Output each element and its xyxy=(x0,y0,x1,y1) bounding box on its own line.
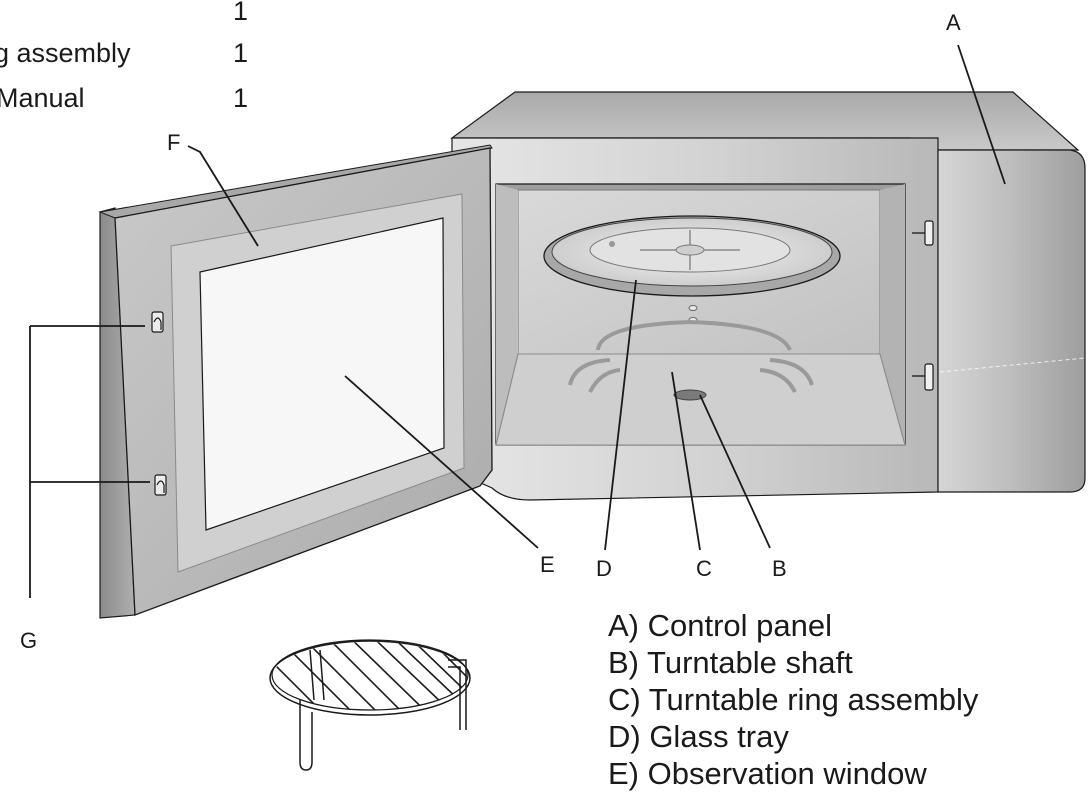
turntable-shaft xyxy=(673,389,707,401)
door-hook-upper xyxy=(151,311,164,333)
oven-rack xyxy=(269,639,471,771)
latch-slot-lower xyxy=(912,363,934,391)
legend-item-c: C) Turntable ring assembly xyxy=(608,682,979,717)
latch-slot-upper xyxy=(912,220,934,246)
roller-ring xyxy=(568,319,814,393)
callout-b: B xyxy=(772,556,787,581)
leader-a xyxy=(957,44,1006,185)
leader-b xyxy=(699,394,771,549)
parts-list-item-3: Manual xyxy=(0,83,85,113)
control-panel xyxy=(937,149,1086,493)
leader-d xyxy=(604,279,637,551)
parts-list-qty-1: 1 xyxy=(233,0,249,26)
legend-item-d: D) Glass tray xyxy=(608,719,789,754)
leader-c xyxy=(671,371,701,551)
callout-a: A xyxy=(946,10,961,35)
legend-item-e: E) Observation window xyxy=(608,756,927,791)
door xyxy=(98,144,493,619)
parts-list-item-2: g assembly xyxy=(0,38,131,68)
glass-tray xyxy=(543,215,841,297)
callout-f: F xyxy=(167,130,181,155)
callout-g: G xyxy=(20,628,38,653)
legend-item-b: B) Turntable shaft xyxy=(608,645,853,680)
leader-g xyxy=(29,325,150,598)
callout-c: C xyxy=(696,556,712,581)
door-hook-lower xyxy=(154,474,167,496)
callout-e: E xyxy=(540,552,555,577)
parts-list-qty-3: 1 xyxy=(233,83,249,113)
parts-legend: A) Control panel B) Turntable shaft C) T… xyxy=(608,607,978,792)
parts-list-qty-2: 1 xyxy=(233,38,249,68)
leader-lines xyxy=(29,44,1006,598)
legend-item-a: A) Control panel xyxy=(608,608,833,643)
leader-e xyxy=(344,375,539,549)
callout-d: D xyxy=(596,556,612,581)
leader-f xyxy=(187,145,259,247)
